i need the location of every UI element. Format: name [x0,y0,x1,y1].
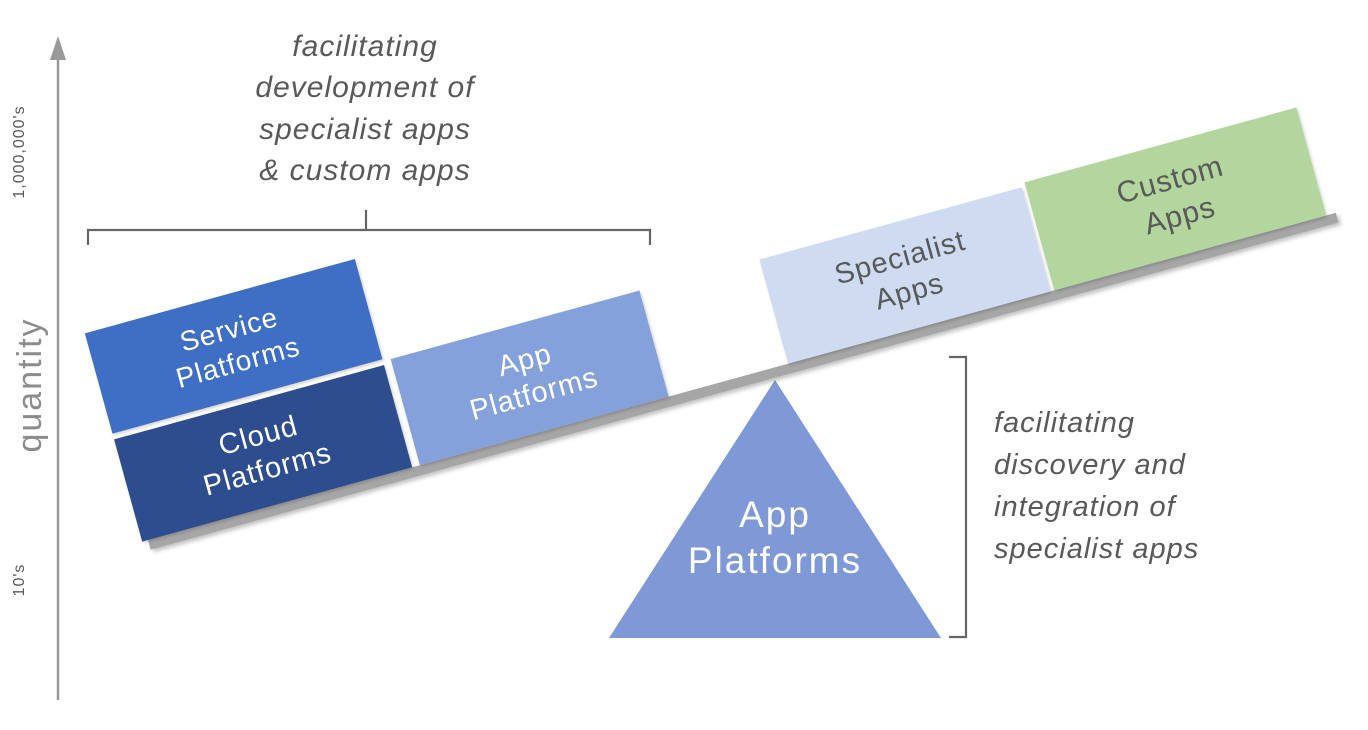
fulcrum-label: App Platforms [687,494,863,582]
axis-arrow-icon [50,36,66,60]
box-cloud-platforms-label: Cloud Platforms [199,409,336,503]
fulcrum-triangle [609,380,941,638]
box-service-platforms-label: Service Platforms [172,301,304,395]
axis-tick-top: 1,000,000's [11,105,28,199]
annotation-development: facilitating development of specialist a… [255,30,475,188]
right-bracket [949,355,968,639]
box-custom-apps-label: Custom Apps [1113,150,1228,242]
annotation-discovery: facilitating discovery and integration o… [994,407,1200,566]
axis-label-quantity: quantity [11,317,49,453]
box-app-platforms-label: App Platforms [466,337,602,428]
box-specialist-apps-label: Specialist Apps [831,224,969,317]
axis-tick-bottom: 10's [11,563,28,597]
quantity-axis [50,36,66,700]
top-bracket [86,210,652,245]
